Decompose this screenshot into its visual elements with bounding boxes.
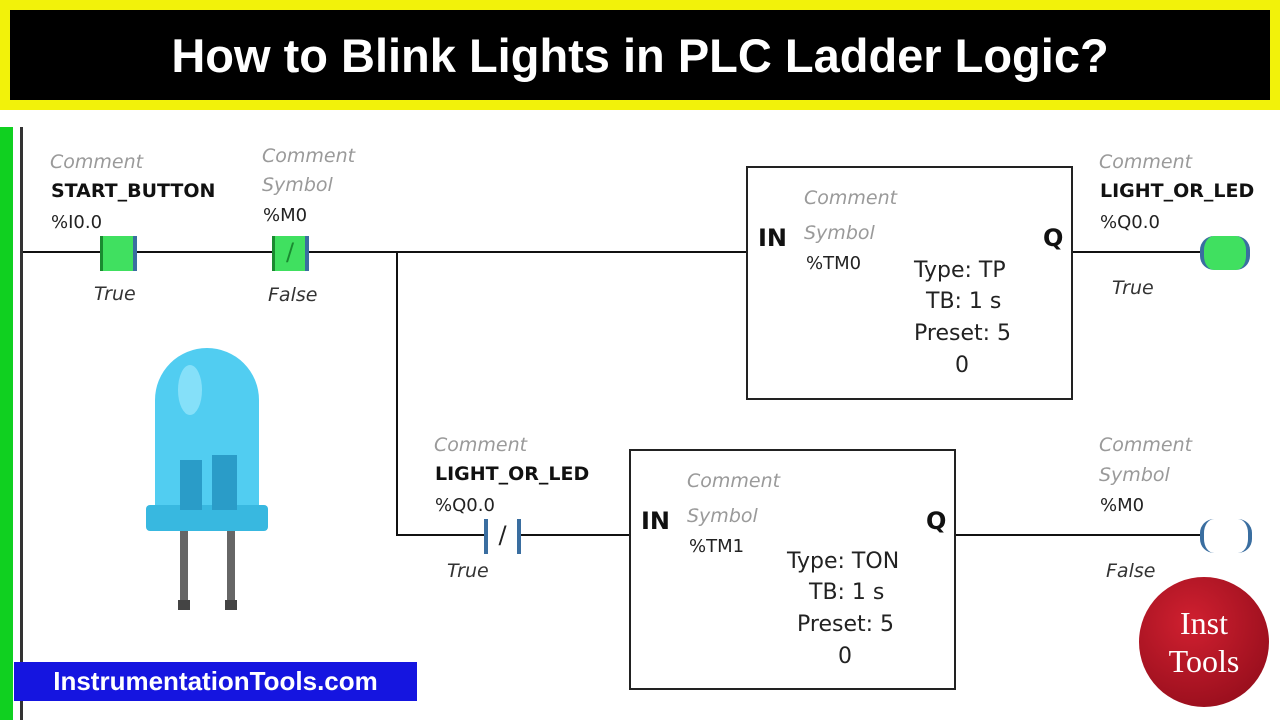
rung1-output-wire (1072, 251, 1202, 253)
timer1-comment: Comment (804, 187, 898, 209)
timer1-type: Type: TP (914, 258, 1006, 283)
contact3-address: %Q0.0 (435, 495, 495, 516)
timer2-value: 0 (838, 644, 852, 669)
timer1-q-pin: Q (1043, 224, 1064, 252)
logo-line2: Tools (1168, 643, 1240, 679)
contact1-address: %I0.0 (51, 212, 103, 233)
website-link[interactable]: InstrumentationTools.com (14, 662, 417, 701)
title-banner: How to Blink Lights in PLC Ladder Logic? (0, 0, 1280, 110)
logo-line1: Inst (1180, 605, 1228, 641)
contact1-comment: Comment (50, 151, 144, 173)
coil2-address: %M0 (1100, 495, 1145, 516)
contact2-symbol: Symbol (262, 174, 333, 196)
contact1-symbol: START_BUTTON (51, 180, 216, 202)
coil2-comment: Comment (1099, 434, 1193, 456)
coil2-state: False (1106, 560, 1156, 582)
light-output-coil[interactable] (1200, 236, 1250, 270)
timer1-tb: TB: 1 s (926, 289, 1002, 314)
q0-nc-contact[interactable]: / (484, 519, 521, 554)
contact3-symbol: LIGHT_OR_LED (435, 463, 590, 485)
start-button-contact[interactable] (100, 236, 137, 271)
coil1-symbol: LIGHT_OR_LED (1100, 180, 1255, 202)
timer2-q-pin: Q (926, 507, 947, 535)
m0-nc-contact[interactable]: / (272, 236, 309, 271)
contact3-state: True (447, 560, 489, 582)
timer-tm0-block[interactable]: IN Q Comment Symbol %TM0 Type: TP TB: 1 … (746, 166, 1073, 400)
timer1-in-pin: IN (758, 224, 788, 252)
coil2-symbol: Symbol (1099, 464, 1170, 486)
timer1-preset: Preset: 5 (914, 321, 1012, 346)
timer2-symbol: Symbol (687, 505, 758, 527)
timer1-address: %TM0 (806, 253, 862, 274)
contact2-state: False (268, 284, 318, 306)
rung1-wire (23, 251, 746, 253)
contact2-address: %M0 (263, 205, 308, 226)
coil1-comment: Comment (1099, 151, 1193, 173)
timer2-address: %TM1 (689, 536, 745, 557)
contact1-state: True (94, 283, 136, 305)
coil1-address: %Q0.0 (1100, 212, 1160, 233)
rung2-output-wire (955, 534, 1202, 536)
timer2-preset: Preset: 5 (797, 612, 895, 637)
contact2-comment: Comment (262, 145, 356, 167)
coil1-state: True (1112, 277, 1154, 299)
m0-output-coil[interactable] (1200, 519, 1252, 553)
timer-tm1-block[interactable]: IN Q Comment Symbol %TM1 Type: TON TB: 1… (629, 449, 956, 690)
branch-wire (396, 252, 398, 536)
page-title: How to Blink Lights in PLC Ladder Logic? (10, 10, 1270, 100)
inst-tools-logo: Inst Tools (1139, 577, 1269, 707)
timer1-symbol: Symbol (804, 222, 875, 244)
timer1-value: 0 (955, 353, 969, 378)
timer2-tb: TB: 1 s (809, 580, 885, 605)
left-power-rail (20, 127, 23, 720)
timer2-type: Type: TON (787, 549, 900, 574)
led-illustration-icon (146, 348, 268, 610)
timer2-in-pin: IN (641, 507, 671, 535)
left-power-rail-active (0, 127, 13, 720)
contact3-comment: Comment (434, 434, 528, 456)
timer2-comment: Comment (687, 470, 781, 492)
